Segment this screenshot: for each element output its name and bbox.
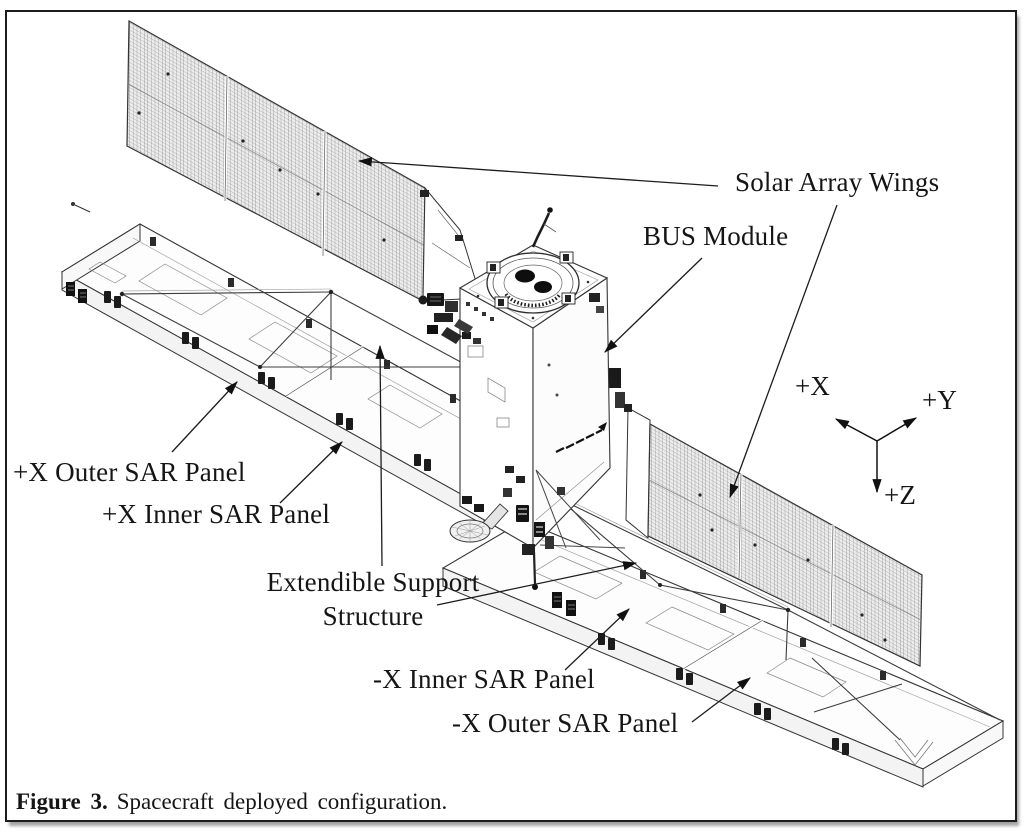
leader-lines [171, 157, 838, 723]
leader-px-inner [279, 441, 343, 504]
leader-nx-outer [691, 677, 751, 723]
label-px-inner-sar-panel: +X Inner SAR Panel [102, 499, 331, 529]
leader-px-outer [171, 381, 238, 453]
label-solar-array-wings: Solar Array Wings [735, 167, 940, 197]
bus-module-drawing [418, 207, 611, 550]
leader-ess-right [436, 561, 638, 606]
label-bus-module: BUS Module [643, 221, 789, 251]
label-extendible-support-line2: Structure [322, 601, 424, 631]
leader-ess-up [375, 344, 385, 567]
figure-caption-label: Figure 3. [16, 789, 108, 814]
label-axis-plus-x: +X [795, 371, 831, 401]
figure-caption-text: Spacecraft deployed configuration. [116, 789, 448, 814]
left-solar-array-wing [71, 19, 482, 302]
leader-bus-module [604, 257, 703, 353]
right-solar-array-wing [609, 368, 923, 667]
label-nx-outer-sar-panel: -X Outer SAR Panel [452, 708, 679, 738]
leader-solar-array-left [357, 157, 719, 187]
label-axis-plus-y: +Y [922, 385, 958, 415]
label-axis-plus-z: +Z [884, 480, 917, 510]
center-deploy-assembly [449, 469, 626, 590]
px-support-truss [119, 288, 541, 459]
coordinate-axes [834, 417, 918, 494]
nx-sar-panels [441, 520, 1005, 788]
label-extendible-support-line1: Extendible Support [266, 567, 480, 597]
label-extendible-support-structure: Extendible Support Structure [252, 565, 494, 633]
leader-solar-array-right [729, 204, 838, 499]
label-px-outer-sar-panel: +X Outer SAR Panel [13, 457, 246, 487]
label-nx-inner-sar-panel: -X Inner SAR Panel [373, 664, 595, 694]
leader-nx-inner [564, 608, 630, 671]
figure-caption: Figure 3. Spacecraft deployed configurati… [16, 789, 447, 815]
